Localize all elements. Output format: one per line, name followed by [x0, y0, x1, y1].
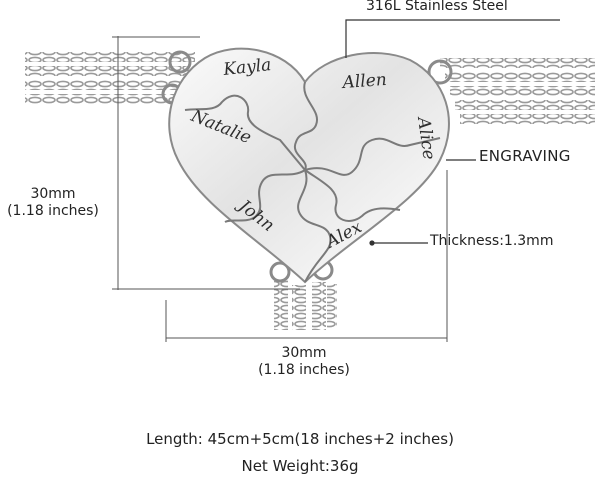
width-dimension-label: 30mm (1.18 inches): [244, 345, 364, 379]
width-mm: 30mm: [281, 345, 327, 361]
height-mm: 30mm: [30, 186, 76, 202]
chain-left: [25, 52, 195, 104]
height-dimension-label: 30mm (1.18 inches): [0, 186, 106, 220]
chain-bottom: [274, 280, 337, 330]
length-spec: Length: 45cm+5cm(18 inches+2 inches): [146, 430, 454, 448]
thickness-label: Thickness:1.3mm: [430, 233, 554, 249]
engraved-name-allen: Allen: [340, 70, 387, 93]
material-callout-line: [345, 19, 560, 58]
width-inches: (1.18 inches): [258, 362, 350, 378]
engraving-label: ENGRAVING: [479, 147, 571, 165]
weight-spec: Net Weight:36g: [241, 457, 359, 475]
callout-lines: [345, 19, 560, 246]
material-label: 316L Stainless Steel: [366, 0, 508, 14]
heart-pendant: [168, 47, 450, 284]
chain-right: [440, 58, 595, 124]
dimension-lines: [112, 36, 448, 342]
height-inches: (1.18 inches): [7, 203, 99, 219]
